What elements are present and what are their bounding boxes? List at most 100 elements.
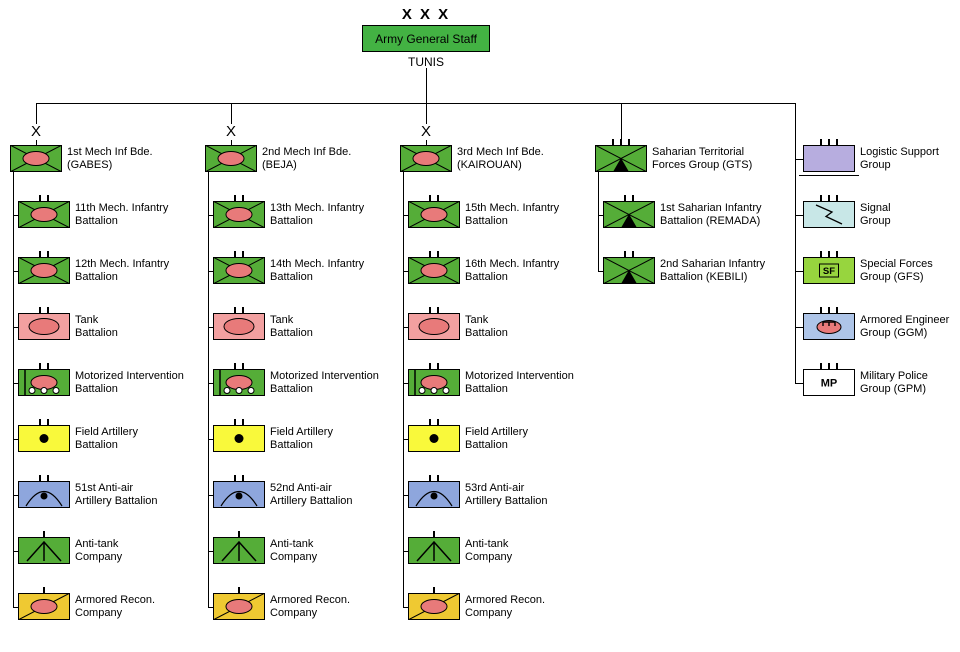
unit-name-line1: Anti-tank [465,537,509,550]
unit-name-line1: 1st Mech Inf Bde. [67,145,153,158]
unit-name-line2: Battalion [270,382,313,395]
connector-line [403,172,404,607]
tank-icon [408,313,460,340]
unit-label: Armored Recon.Company [465,593,545,620]
echelon-tick [820,307,822,313]
echelon-tick [234,475,236,481]
logistic-icon [803,145,855,172]
connector-line [208,494,213,496]
armored-recon-icon [408,593,460,620]
unit-name-line1: 51st Anti-air [75,481,134,494]
unit-name-line1: Motorized Intervention [75,369,184,382]
unit-name-line1: Field Artillery [465,425,528,438]
echelon-tick [437,363,439,369]
military-police-icon: MP [803,369,855,396]
mech-infantry-icon [213,201,265,228]
unit-15th-mech-infantry [408,201,460,228]
unit-anti-tank [408,537,460,564]
echelon-tick [47,251,49,257]
anti-tank-icon [18,537,70,564]
echelon-tick [47,307,49,313]
connector-line [208,172,209,607]
unit-name-line1: Military Police [860,369,928,382]
motorized-intervention-icon [408,369,460,396]
unit-name-line1: 16th Mech. Infantry [465,257,560,270]
echelon-tick [836,139,838,145]
unit-name-line2: Forces Group (GTS) [652,158,753,171]
unit-name-line2: Battalion [270,438,313,451]
unit-armored-recon [18,593,70,620]
anti-tank-icon [408,537,460,564]
armored-recon-icon [18,593,70,620]
svg-text:SF: SF [823,266,835,277]
unit-name-line1: 12th Mech. Infantry [75,257,170,270]
hq-location-label: TUNIS [408,55,444,69]
connector-line [795,103,796,383]
unit-name-line2: Battalion [465,270,508,283]
unit-name-line1: 14th Mech. Infantry [270,257,365,270]
unit-name-line2: Company [465,606,513,619]
unit-2nd-saharian-infantry [603,257,655,284]
special-forces-icon: SF [803,257,855,284]
mech-infantry-icon [10,145,62,172]
echelon-tick [632,195,634,201]
unit-name-line1: Armored Recon. [270,593,351,606]
tank-icon [18,313,70,340]
field-artillery-icon [18,425,70,452]
unit-name-line1: Tank [270,313,294,326]
echelon-tick [429,363,431,369]
unit-3rd-mech-inf-bde [400,145,452,172]
unit-label: Armored Recon.Company [75,593,155,620]
echelon-tick [47,195,49,201]
connector-line [426,68,427,103]
unit-2nd-mech-inf-bde [205,145,257,172]
unit-tank [18,313,70,340]
unit-name-line2: Battalion [465,214,508,227]
unit-name-line1: Field Artillery [270,425,333,438]
hq-title: Army General Staff [375,31,477,46]
connector-line [598,172,599,271]
unit-name-line2: (GABES) [67,158,113,171]
connector-line [208,550,213,552]
anti-tank-icon [213,537,265,564]
connector-line [795,214,803,216]
unit-name-line2: Company [75,606,123,619]
unit-name-line2: Company [75,550,123,563]
connector-line [13,214,18,216]
echelon-tick [242,363,244,369]
unit-name-line1: Logistic Support [860,145,939,158]
echelon-tick [828,363,830,369]
connector-line [208,270,213,272]
mech-infantry-icon [18,257,70,284]
brigade-echelon-label: X [27,124,45,140]
connector-line [13,606,18,608]
echelon-tick [836,363,838,369]
connector-line [799,175,859,176]
connector-line [598,214,603,216]
unit-logistic-support [803,145,855,172]
unit-name-line2: (KAIROUAN) [457,158,522,171]
echelon-tick [47,363,49,369]
unit-name-line1: Field Artillery [75,425,138,438]
echelon-tick [624,195,626,201]
echelon-tick [429,307,431,313]
connector-line [403,494,408,496]
connector-line [13,172,14,607]
unit-motorized-intervention [213,369,265,396]
unit-name-line2: Battalion [75,270,118,283]
unit-12th-mech-infantry [18,257,70,284]
unit-name-line1: 1st Saharian Infantry [660,201,762,214]
